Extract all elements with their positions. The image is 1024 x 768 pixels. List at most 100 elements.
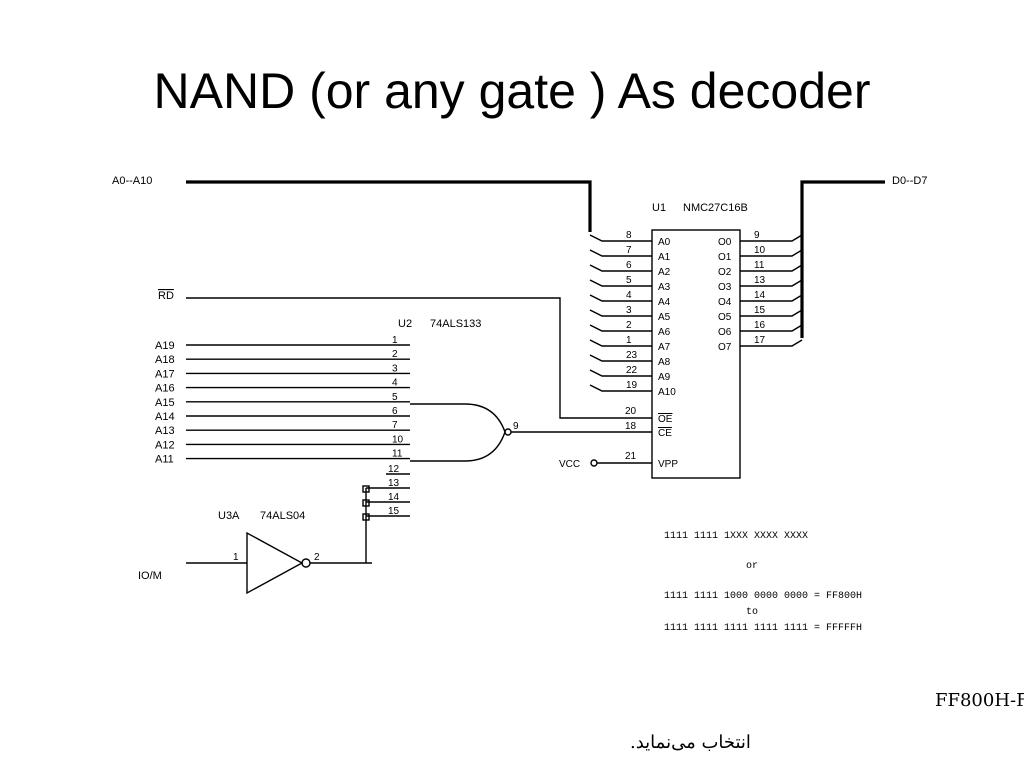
address-start: 1111 1111 1000 0000 0000 = FF800H [664,591,862,602]
eprom-address-pin-number: 22 [626,365,638,376]
nand-input-pin: 10 [392,434,404,445]
eprom-address-line [589,369,652,377]
eprom-oe-label: OE [658,414,673,425]
nand-input-pin: 6 [392,406,398,417]
eprom-address-line [589,294,652,302]
nand-input-pin: 4 [392,378,398,389]
nand-input-signal: A12 [155,439,175,451]
eprom-address-pin-number: 7 [626,245,632,256]
inverter-gate: U3A 74ALS04 1 2 IO/M [138,510,372,595]
nand-input-signal: A14 [155,411,175,423]
caption: یک دیکدر گیتی NAND ساده که 2716 EPROM را… [630,689,1024,753]
eprom-ce-label: CE [658,428,672,439]
eprom-address-pin-name: A4 [658,297,671,308]
eprom-address-pin-name: A0 [658,237,671,248]
slide-title: NAND (or any gate ) As decoder [153,63,871,119]
eprom-data-pin-name: O6 [718,327,732,338]
address-bus-label: A0--A10 [112,175,152,187]
eprom-data-pin-number: 13 [754,275,766,286]
eprom-address-pin-number: 5 [626,275,632,286]
vcc-source: VCC [559,459,598,470]
caption-line-2: انتخاب می‌نماید. [630,732,751,753]
eprom-address-pin-name: A8 [658,357,671,368]
address-bus: A0--A10 [112,175,592,232]
eprom-address-pin-name: A5 [658,312,671,323]
nand-input-signal: A13 [155,425,175,437]
eprom-address-pin-number: 8 [626,230,632,241]
eprom-data-line [740,234,803,242]
address-range-notes: 1111 1111 1XXX XXXX XXXX or 1111 1111 10… [664,531,862,634]
eprom-address-pin-number: 1 [626,335,632,346]
nand-output-pin: 9 [513,421,519,432]
eprom-address-line [589,384,652,392]
eprom-data-pin-name: O0 [718,237,732,248]
nand-input-signal: A18 [155,354,175,366]
eprom-address-pin-name: A6 [658,327,671,338]
eprom-address-pin-name: A10 [658,387,676,398]
vcc-label: VCC [559,459,580,470]
eprom-address-pin-name: A2 [658,267,671,278]
eprom-data-pin-number: 17 [754,335,766,346]
eprom-address-line [589,234,652,242]
eprom-data-line [740,264,803,272]
eprom-data-pin-number: 14 [754,290,766,301]
iom-label: IO/M [138,570,162,582]
address-pattern: 1111 1111 1XXX XXXX XXXX [664,531,808,542]
eprom-address-pin-number: 2 [626,320,632,331]
eprom-address-pin-name: A7 [658,342,671,353]
nand-input-signal: A17 [155,368,175,380]
eprom-data-line [740,279,803,287]
eprom-data-pin-number: 15 [754,305,766,316]
address-to: to [746,607,758,618]
eprom-address-pin-number: 6 [626,260,632,271]
eprom-part-number: NMC27C16B [683,202,748,214]
inverter-part-label: U3A [218,510,240,522]
eprom-address-line [589,354,652,362]
nand-input-pin: 5 [392,392,398,403]
eprom-data-pin-name: O5 [718,312,732,323]
nand-input-pin: 2 [392,349,398,360]
eprom-data-line [740,324,803,332]
nand-part-label: U2 [398,318,412,330]
eprom-data-pin-name: O7 [718,342,732,353]
eprom-address-line [589,279,652,287]
eprom-data-line [740,309,803,317]
nand-extra-pin: 14 [388,492,400,503]
nand-extra-pin: 12 [388,464,400,475]
eprom-data-pin-number: 11 [754,260,765,271]
inverter-output-pin: 2 [314,552,320,563]
eprom-data-line [740,339,803,347]
nand-extra-pin: 13 [388,478,400,489]
eprom-data-pin-name: O1 [718,252,732,263]
eprom-address-pin-number: 3 [626,305,632,316]
rd-label: RD [158,290,174,302]
nand-input-signal: A16 [155,383,175,395]
eprom-ce-pin: 18 [625,421,637,432]
data-bus: D0--D7 [800,175,927,338]
eprom-address-pin-name: A3 [658,282,671,293]
eprom-data-line [740,249,803,257]
nand-input-pin: 3 [392,363,398,374]
nand-input-signal: A19 [155,340,175,352]
rd-signal: RD [158,290,620,419]
address-end: 1111 1111 1111 1111 1111 = FFFFFH [664,623,862,634]
inverter-input-pin: 1 [233,552,239,563]
nand-input-signal: A11 [155,454,174,466]
address-or: or [746,561,758,572]
eprom-address-pin-name: A9 [658,372,671,383]
nand-input-pin: 1 [392,335,398,346]
eprom-address-line [589,264,652,272]
inverter-part-number: 74ALS04 [260,510,305,522]
nand-part-number: 74ALS133 [430,318,481,330]
eprom-data-pin-number: 16 [754,320,766,331]
eprom-data-pin-number: 9 [754,230,760,241]
eprom-address-pin-number: 4 [626,290,632,301]
eprom-data-pin-number: 10 [754,245,766,256]
data-bus-label: D0--D7 [892,175,927,187]
eprom-data-line [740,294,803,302]
caption-line-1: یک دیکدر گیتی NAND ساده که 2716 EPROM را… [935,689,1024,711]
